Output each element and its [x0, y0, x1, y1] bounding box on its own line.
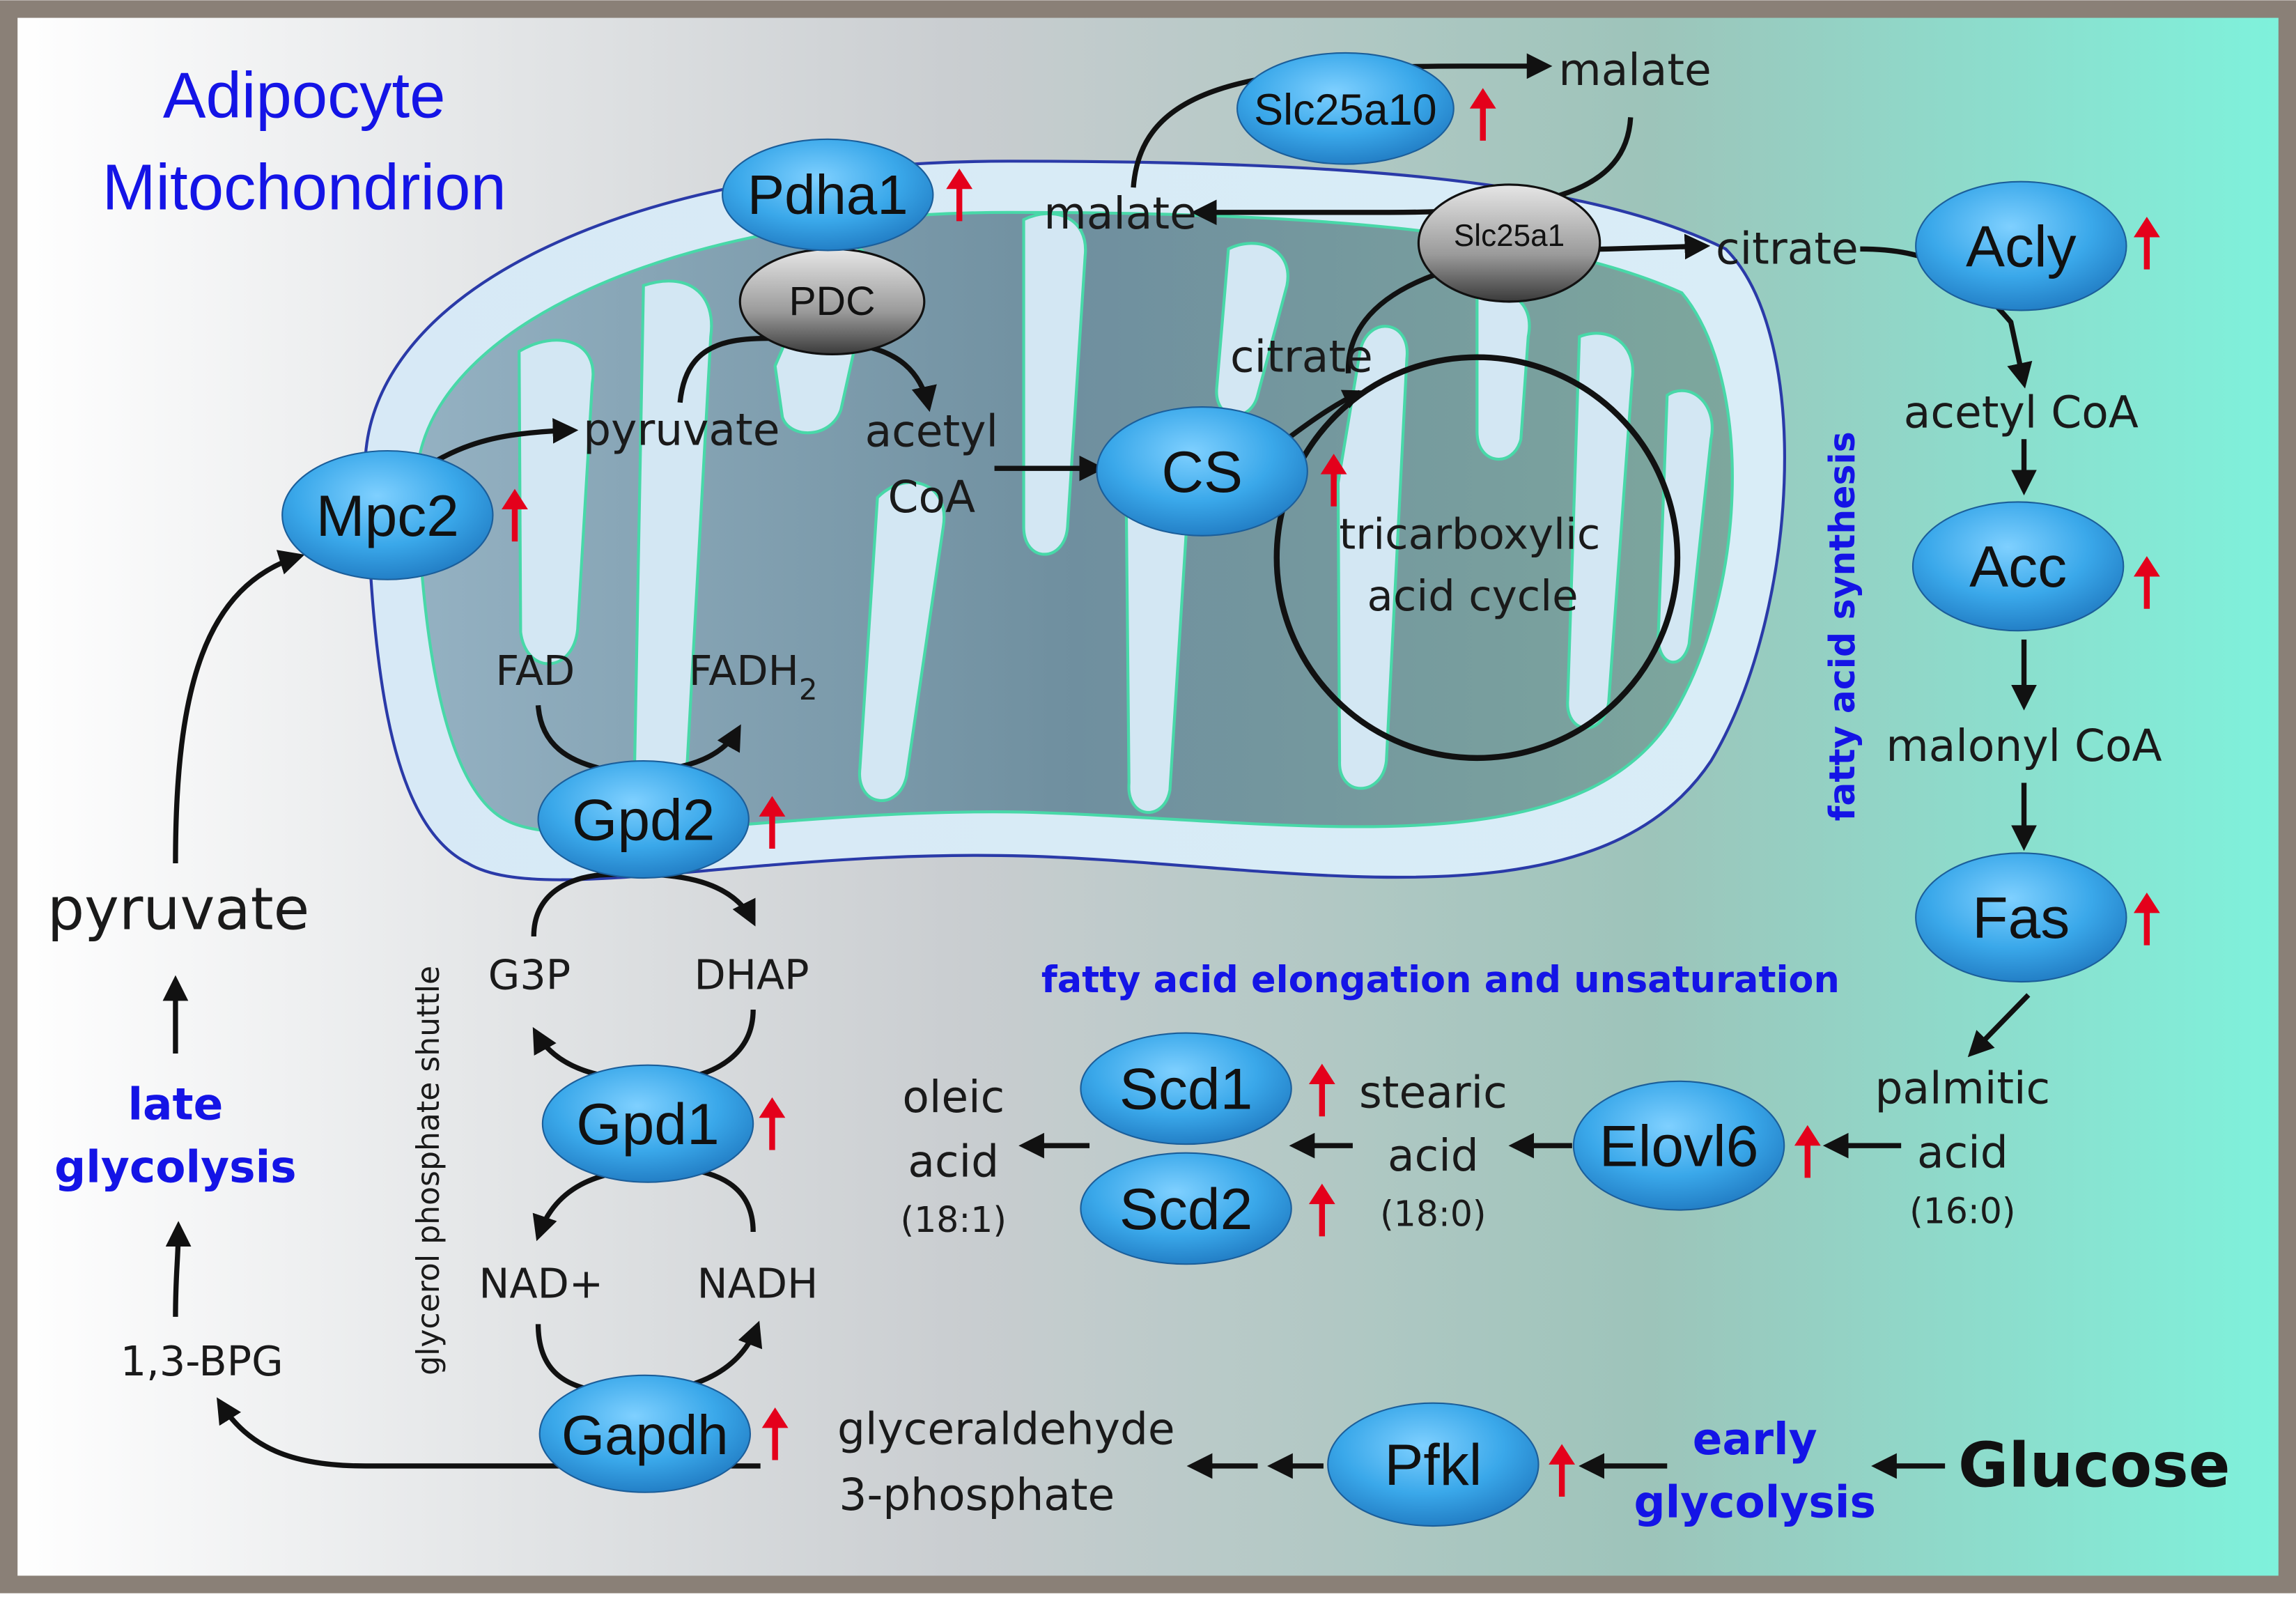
cs-enzyme — [1096, 406, 1308, 537]
gap-label-2: 3-phosphate — [839, 1469, 1115, 1520]
scd1-label: Scd1 — [1119, 1056, 1252, 1122]
elovl6-label: Elovl6 — [1599, 1113, 1759, 1179]
oleic-label-3: (18:1) — [901, 1199, 1007, 1240]
glucose-label: Glucose — [1958, 1429, 2230, 1501]
mpc2-label: Mpc2 — [316, 483, 459, 548]
stearic-label-1: stearic — [1359, 1067, 1507, 1118]
gpd2-enzyme — [537, 760, 750, 879]
stearic-label-2: acid — [1388, 1130, 1479, 1181]
early-glycolysis-label-2: glycolysis — [1634, 1476, 1876, 1527]
fatty-acid-synthesis-label: fatty acid synthesis — [1822, 431, 1863, 821]
gapdh-label: Gapdh — [561, 1404, 729, 1466]
fadh2-label: FADH2 — [689, 647, 818, 707]
fadh2-main: FADH — [689, 647, 799, 695]
malate-in-label: malate — [1044, 188, 1196, 239]
gpd2-label: Gpd2 — [572, 787, 715, 852]
slc25a1-transporter — [1417, 183, 1601, 303]
pdha1-enzyme — [722, 138, 934, 252]
title-line-1: Adipocyte — [163, 59, 446, 131]
oleic-label-2: acid — [908, 1136, 999, 1187]
title-line-2: Mitochondrion — [102, 151, 506, 224]
late-glycolysis-label-2: glycolysis — [54, 1142, 296, 1193]
fas-label: Fas — [1972, 885, 2070, 950]
pyruvate-cyto-label: pyruvate — [47, 874, 309, 943]
scd2-enzyme — [1080, 1152, 1292, 1265]
fad-label: FAD — [495, 647, 575, 695]
citrate-in-label: citrate — [1230, 332, 1373, 383]
cs-label: CS — [1161, 439, 1243, 504]
scd2-label: Scd2 — [1119, 1176, 1252, 1242]
mpc2-enzyme — [281, 449, 494, 580]
palmitic-label-2: acid — [1917, 1127, 2008, 1178]
acc-label: Acc — [1969, 534, 2067, 599]
acly-enzyme — [1915, 180, 2127, 311]
pyruvate-mito-label: pyruvate — [583, 405, 779, 456]
nad-label: NAD+ — [479, 1260, 603, 1308]
tca-cycle-circle — [1273, 354, 1681, 762]
palmitic-label-3: (16:0) — [1909, 1190, 2015, 1231]
oleic-label-1: oleic — [902, 1072, 1004, 1122]
gpd1-enzyme — [541, 1064, 754, 1183]
stearic-label-3: (18:0) — [1380, 1194, 1486, 1235]
metabolite-labels: malate malate citrate citrate pyruvate a… — [47, 45, 2231, 1520]
early-glycolysis-label-1: early — [1693, 1414, 1817, 1465]
acly-label: Acly — [1966, 213, 2077, 279]
acetyl-coa-mito-label-1: acetyl — [865, 406, 998, 457]
enzymes: Pdha1 Slc25a10 Acly Mpc2 CS Acc Gpd2 Fas… — [281, 52, 2127, 1527]
malonyl-coa-label: malonyl CoA — [1886, 720, 2162, 771]
dhap-label: DHAP — [695, 951, 809, 999]
fadh2-subscript: 2 — [799, 672, 818, 707]
acetyl-coa-cyto-label: acetyl CoA — [1904, 387, 2139, 438]
late-glycolysis-label-1: late — [127, 1079, 223, 1129]
tca-label-2: acid cycle — [1367, 571, 1578, 621]
glycerol-shuttle-label: glycerol phosphate shuttle — [411, 966, 447, 1375]
acc-enzyme — [1911, 501, 2125, 632]
slc25a10-enzyme — [1236, 52, 1455, 165]
pfkl-label: Pfkl — [1384, 1432, 1482, 1497]
slc25a10-label: Slc25a10 — [1254, 86, 1437, 134]
bpg-label: 1,3-BPG — [121, 1337, 284, 1385]
palmitic-label-1: palmitic — [1875, 1063, 2050, 1113]
slc25a1-label: Slc25a1 — [1454, 219, 1565, 253]
malate-out-label: malate — [1558, 45, 1711, 95]
pdha1-label: Pdha1 — [747, 164, 908, 226]
gap-label-1: glyceraldehyde — [837, 1403, 1175, 1454]
elovl6-enzyme — [1572, 1080, 1785, 1211]
gapdh-enzyme — [538, 1374, 752, 1493]
cristae — [518, 212, 1714, 815]
g3p-label: G3P — [488, 951, 571, 999]
pfkl-enzyme — [1327, 1402, 1539, 1527]
fas-enzyme — [1915, 852, 2127, 983]
elongation-label: fatty acid elongation and unsaturation — [1041, 959, 1840, 1001]
gpd1-label: Gpd1 — [576, 1091, 719, 1157]
pdc-label: PDC — [789, 279, 875, 324]
citrate-out-label: citrate — [1716, 223, 1859, 274]
tca-label-1: tricarboxylic — [1339, 510, 1600, 560]
nadh-label: NADH — [697, 1260, 819, 1308]
scd1-enzyme — [1080, 1032, 1292, 1145]
acetyl-coa-mito-label-2: CoA — [888, 472, 976, 523]
section-labels: late glycolysis early glycolysis fatty a… — [54, 431, 1876, 1527]
